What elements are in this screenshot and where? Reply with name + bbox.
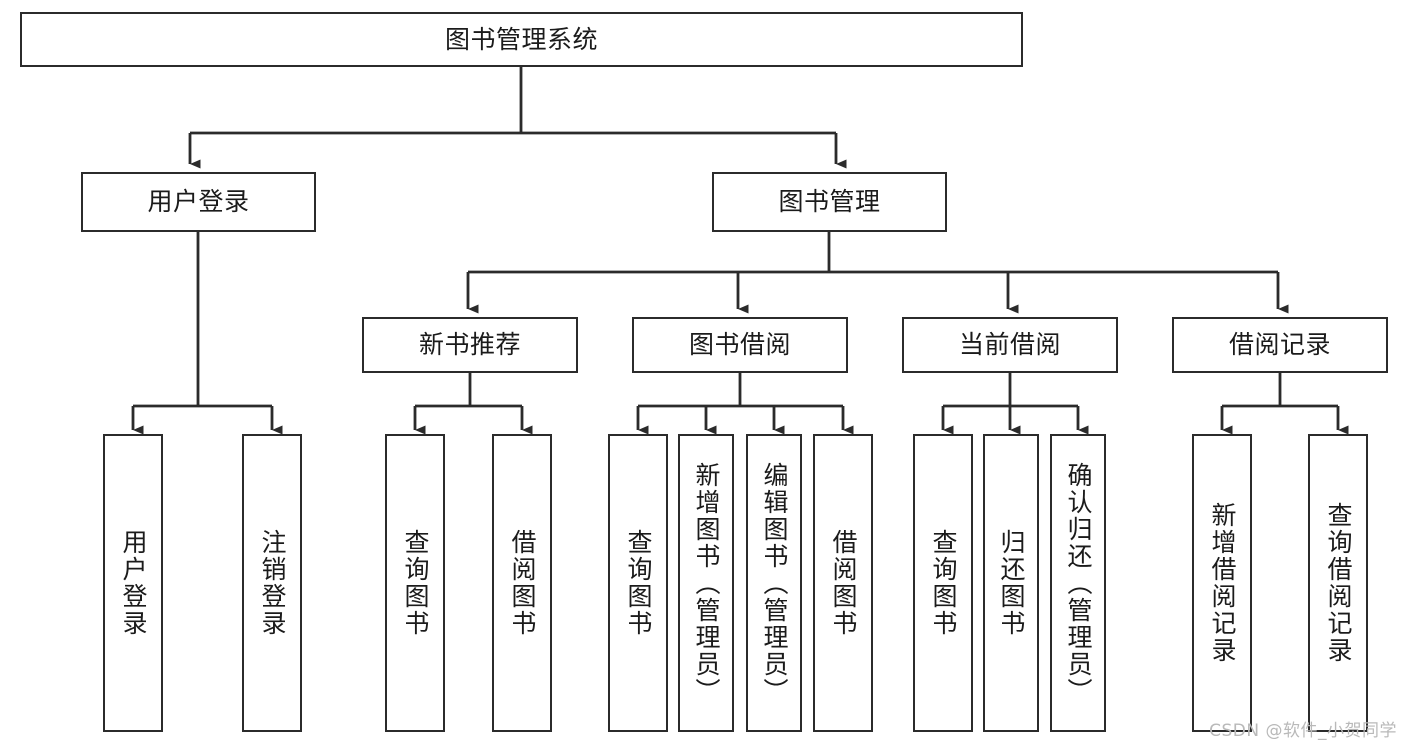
node-label: 用户登录 <box>119 529 148 637</box>
node-label: 图书管理系统 <box>444 24 598 54</box>
leaf-confirm-return-admin[interactable]: 确认归还（管理员） <box>1050 434 1106 732</box>
node-label: 编辑图书（管理员） <box>760 461 789 705</box>
leaf-borrow-book-borrow[interactable]: 借阅图书 <box>813 434 873 732</box>
node-current-borrow[interactable]: 当前借阅 <box>902 317 1118 373</box>
node-root-book-management-system[interactable]: 图书管理系统 <box>20 12 1023 67</box>
node-label: 借阅图书 <box>508 529 537 637</box>
leaf-return-book[interactable]: 归还图书 <box>983 434 1039 732</box>
node-label: 借阅记录 <box>1228 330 1331 359</box>
node-new-book-recommend[interactable]: 新书推荐 <box>362 317 578 373</box>
node-label: 查询借阅记录 <box>1324 502 1353 664</box>
node-label: 查询图书 <box>929 529 958 637</box>
node-user-login[interactable]: 用户登录 <box>81 172 316 232</box>
csdn-watermark: CSDN @软件_小贺同学 <box>1209 721 1397 741</box>
node-label: 查询图书 <box>624 529 653 637</box>
node-label: 借阅图书 <box>829 529 858 637</box>
node-label: 查询图书 <box>401 529 430 637</box>
node-label: 图书借阅 <box>688 330 791 359</box>
node-label: 新增图书（管理员） <box>692 461 721 705</box>
leaf-edit-book-admin[interactable]: 编辑图书（管理员） <box>746 434 802 732</box>
leaf-add-book-admin[interactable]: 新增图书（管理员） <box>678 434 734 732</box>
leaf-borrow-book-recommend[interactable]: 借阅图书 <box>492 434 552 732</box>
node-book-borrow[interactable]: 图书借阅 <box>632 317 848 373</box>
node-label: 注销登录 <box>258 529 287 637</box>
leaf-query-borrow-record[interactable]: 查询借阅记录 <box>1308 434 1368 732</box>
node-label: 用户登录 <box>147 187 250 216</box>
node-label: 图书管理 <box>778 187 881 216</box>
leaf-query-book-recommend[interactable]: 查询图书 <box>385 434 445 732</box>
node-label: 新增借阅记录 <box>1208 502 1237 664</box>
node-label: 新书推荐 <box>418 330 521 359</box>
node-label: 归还图书 <box>997 529 1026 637</box>
leaf-user-login[interactable]: 用户登录 <box>103 434 163 732</box>
leaf-logout-login[interactable]: 注销登录 <box>242 434 302 732</box>
node-book-management[interactable]: 图书管理 <box>712 172 947 232</box>
leaf-add-borrow-record[interactable]: 新增借阅记录 <box>1192 434 1252 732</box>
node-label: 当前借阅 <box>958 330 1061 359</box>
node-borrow-record[interactable]: 借阅记录 <box>1172 317 1388 373</box>
leaf-query-book-current[interactable]: 查询图书 <box>913 434 973 732</box>
leaf-query-book-borrow[interactable]: 查询图书 <box>608 434 668 732</box>
node-label: 确认归还（管理员） <box>1064 461 1093 705</box>
